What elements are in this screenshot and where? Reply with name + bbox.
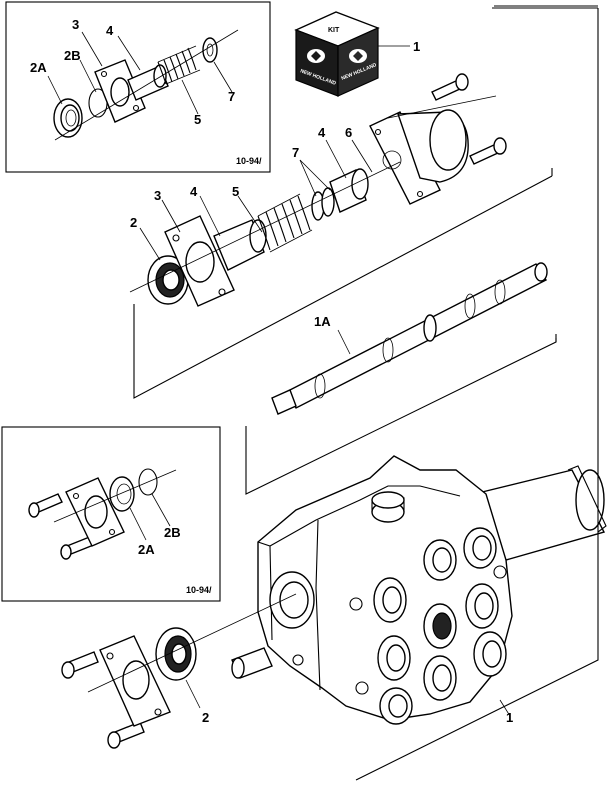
bolt-inset-1 bbox=[28, 493, 63, 518]
callout-2-main: 2 bbox=[130, 215, 137, 230]
inset-top-code: 10-94/ bbox=[236, 156, 262, 166]
cap-7-top bbox=[202, 37, 218, 63]
kit-box: KIT NEW HOLLAND NEW HOLLAND 1 bbox=[294, 11, 420, 97]
callout-5-main: 5 bbox=[232, 184, 239, 199]
callout-4-inset: 4 bbox=[106, 23, 114, 38]
seal-2a-top bbox=[53, 98, 83, 138]
plate-inset bbox=[65, 477, 125, 547]
bolt-upper bbox=[431, 73, 469, 101]
bracket-lower bbox=[245, 334, 557, 495]
bolt-lower bbox=[469, 137, 507, 165]
inset-mid-left: 2A 2B 10-94/ bbox=[1, 426, 221, 602]
callout-1-body: 1 bbox=[506, 710, 513, 725]
seal-2-bottom bbox=[155, 627, 197, 681]
callout-4-main: 4 bbox=[190, 184, 198, 199]
plate-3-main bbox=[164, 215, 235, 307]
seal-2a-mid bbox=[109, 476, 135, 512]
inset-top-left: 3 4 2B 2A 7 5 10-94/ bbox=[5, 1, 271, 173]
callout-3-inset: 3 bbox=[72, 17, 79, 32]
oring-2b-mid bbox=[138, 468, 158, 496]
valve-spool-stub bbox=[231, 647, 304, 679]
callout-2-bottom: 2 bbox=[202, 710, 209, 725]
seal-plate-bottom: 2 bbox=[61, 593, 297, 749]
callout-2b-top: 2B bbox=[64, 48, 81, 63]
valve-body bbox=[231, 455, 607, 725]
plate-3-top bbox=[94, 59, 146, 123]
plate-bottom bbox=[99, 635, 171, 727]
callout-3-main: 3 bbox=[154, 188, 161, 203]
valve-top-boss bbox=[371, 491, 405, 523]
new-holland-logo-icon bbox=[307, 49, 367, 63]
callout-2a-mid: 2A bbox=[138, 542, 155, 557]
valve-ports bbox=[349, 527, 507, 725]
rings-7-main bbox=[311, 187, 335, 221]
cap-housing-6 bbox=[369, 109, 469, 205]
callout-1a: 1A bbox=[314, 314, 331, 329]
valve-left-port bbox=[269, 571, 315, 629]
spool-end-4-upper bbox=[329, 168, 369, 213]
callout-7-inset: 7 bbox=[228, 89, 235, 104]
callout-5-inset: 5 bbox=[194, 112, 201, 127]
seal-2-main bbox=[147, 255, 189, 305]
spool-end-4-top bbox=[127, 64, 169, 101]
callout-2a-top: 2A bbox=[30, 60, 47, 75]
callout-2b-mid: 2B bbox=[164, 525, 181, 540]
callout-6: 6 bbox=[345, 125, 352, 140]
bolt-bottom-1 bbox=[61, 651, 99, 679]
spool-shaft-1a: 1A bbox=[271, 262, 548, 415]
callout-7-main: 7 bbox=[292, 145, 299, 160]
inset-mid-code: 10-94/ bbox=[186, 585, 212, 595]
spring-5-main bbox=[257, 193, 313, 253]
bracket-1a bbox=[133, 168, 553, 399]
spring-5-top bbox=[157, 45, 201, 85]
kit-label: KIT bbox=[328, 27, 340, 34]
bolt-inset-2 bbox=[60, 535, 97, 560]
bolt-bottom-2 bbox=[107, 721, 145, 749]
callout-1-kit: 1 bbox=[413, 39, 420, 54]
callout-4-upper: 4 bbox=[318, 125, 326, 140]
bracket-body-1: 1 bbox=[355, 5, 599, 781]
spool-assembly-main: 2 3 4 5 7 4 6 bbox=[129, 73, 507, 307]
valve-actuator bbox=[472, 465, 607, 561]
